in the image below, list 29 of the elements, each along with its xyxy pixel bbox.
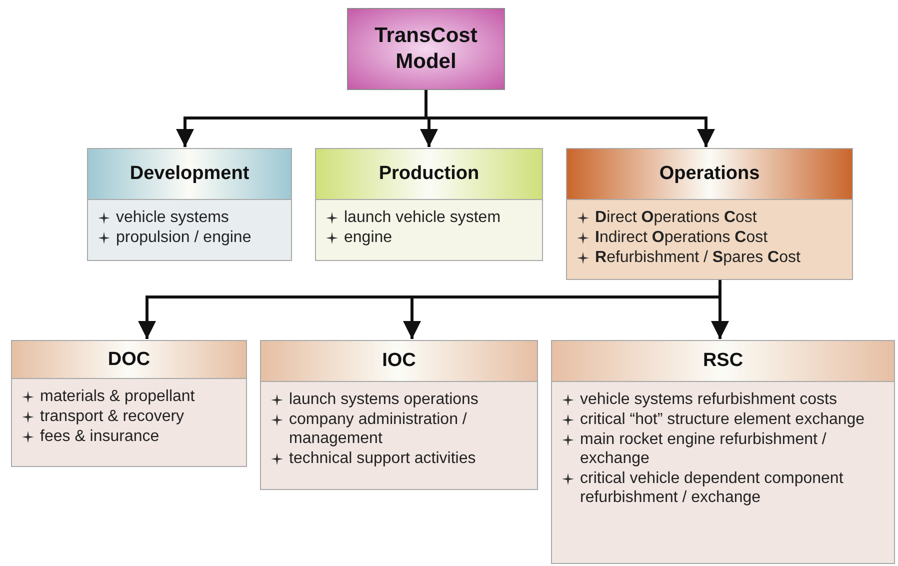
category-box	[566, 148, 853, 280]
root-title: TransCost Model	[374, 22, 478, 75]
category-header: RSC	[552, 341, 894, 382]
list-item: engine	[344, 228, 392, 247]
list-item: materials & propellant	[40, 387, 195, 406]
list-item: launch vehicle system	[344, 208, 501, 227]
list-item: fees & insurance	[40, 427, 160, 446]
category-header: DOC	[12, 341, 246, 379]
category-header: IOC	[261, 341, 537, 382]
list-item: propulsion / engine	[116, 228, 252, 247]
category-box	[260, 340, 538, 490]
category-header: Production	[316, 149, 542, 200]
list-item: Direct Operations Cost	[595, 208, 757, 227]
list-item: technical support activities	[289, 449, 476, 468]
list-item: vehicle systems	[116, 208, 229, 227]
category-box	[551, 340, 895, 564]
category-box	[87, 148, 292, 261]
list-item: vehicle systems refurbishment costs	[580, 390, 837, 409]
list-item: critical vehicle dependent component refurbishment / exchange	[580, 469, 844, 507]
category-header: Operations	[567, 149, 852, 200]
list-item: Refurbishment / Spares Cost	[595, 248, 800, 267]
list-item: Indirect Operations Cost	[595, 228, 768, 247]
list-item: launch systems operations	[289, 390, 478, 409]
category-header: Development	[88, 149, 291, 200]
root-box	[347, 8, 505, 90]
category-box	[11, 340, 247, 467]
category-box	[315, 148, 543, 261]
list-item: critical “hot” structure element exchange	[580, 410, 865, 429]
list-item: transport & recovery	[40, 407, 184, 426]
